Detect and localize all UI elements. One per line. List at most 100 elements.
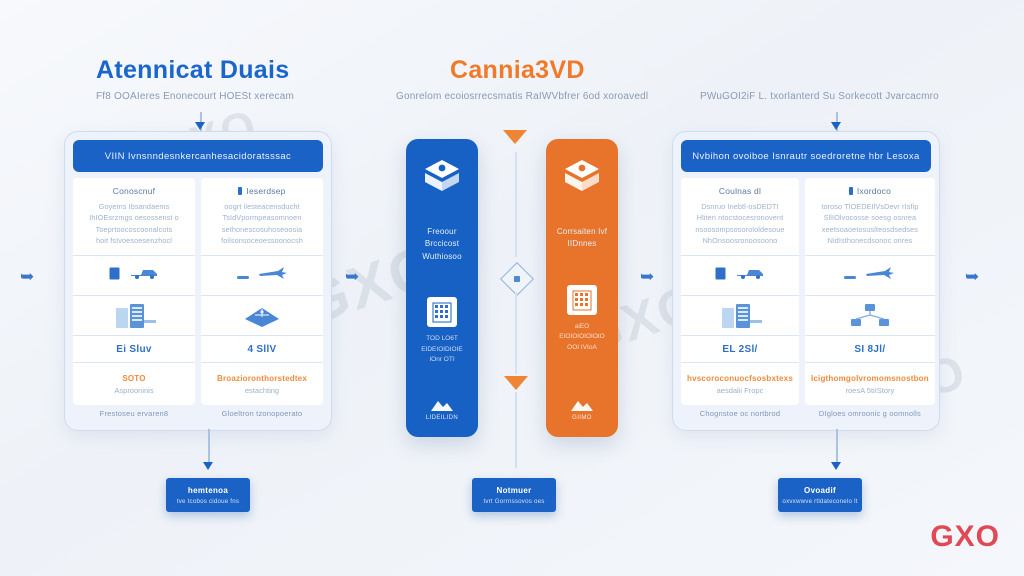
right-panel-header: Nvbihon ovoiboe Isnrautr soedroretne hbr… — [681, 140, 931, 172]
value-cell: SI 8Jl/ — [804, 336, 935, 364]
column-header-cell: Coulnas dl Dsnruo Inebtl-osDEDTI Hliten … — [681, 178, 799, 256]
note-cell: IcigthomgoIvromomsnostbon roesA 5tiIStor… — [804, 363, 935, 406]
column-header-cell: Ieserdsep oogrt ilesteacensducht TsIdVpo… — [201, 178, 323, 256]
note-sub: roesA 5tiIStory — [845, 385, 895, 395]
left-button[interactable]: hemtenoa tve tcobos cidoue fns — [166, 478, 250, 512]
center-button-subtitle: tvrt Gorrnssovos oes — [483, 497, 545, 505]
orange-card-logo-text: GIIMO — [572, 415, 592, 421]
arrow-down-icon — [203, 462, 213, 470]
footer-cell: Chognstoe oc nortbrod — [681, 405, 799, 422]
footer-text: Chognstoe oc nortbrod — [699, 409, 781, 419]
box-cube-icon — [421, 157, 463, 200]
cloud-network-icon — [245, 307, 279, 327]
orange-triangle-down-icon — [503, 130, 527, 144]
connector-line-to-left-button — [208, 429, 210, 467]
gxo-brand-logo: GXO — [930, 520, 1000, 553]
note-cell: SOTO Asprooninis — [73, 363, 195, 406]
side-arrow-far-right-icon: ➥ — [965, 267, 980, 286]
footer-cell: DIgloes omroonic g oomnolls — [805, 405, 935, 422]
middle-section-subtitle: Gonrelom ecoiosrrecsmatis RaIWVbfrer 6od… — [396, 91, 649, 102]
illustration-cell — [201, 296, 323, 337]
side-arrow-left-icon: ➥ — [345, 267, 360, 286]
left-panel-column-2: Ieserdsep oogrt ilesteacensducht TsIdVpo… — [201, 178, 323, 422]
icon-row-cell — [804, 256, 935, 297]
column-body: Dsnruo Inebtl-osDEDTI Hliten ntocstocesr… — [695, 202, 785, 245]
mountain-logo-icon — [431, 401, 453, 411]
column-body: toroso TlOEDEIlVsDevr rIsfip SllIOlvocos… — [821, 202, 919, 245]
orange-card[interactable]: Corrsaiten Ivf IIDnnes aiEO EIOIOIOIOIOI… — [546, 139, 618, 437]
icon-row-cell — [73, 256, 195, 297]
plane-icon — [865, 266, 895, 285]
note-cell: Broazioronthorstedtex estachting — [201, 363, 323, 406]
side-arrow-right-icon: ➥ — [640, 267, 655, 286]
truck-icon — [129, 266, 159, 285]
right-button-subtitle: oxvxwwve rtldateconelo lt — [782, 497, 858, 505]
column-title-text: Ieserdsep — [246, 186, 286, 196]
blue-card-logo-text: LIDEILIDN — [425, 415, 459, 421]
footer-cell: Frestoseu ervaren8 — [73, 405, 195, 422]
orange-card-sub: aiEO EIOIOIOIOIOIO OOI IVIoA — [559, 322, 605, 351]
blue-card[interactable]: Freoour Brccicost Wuthiosoo TOD LO6T EID… — [406, 139, 478, 437]
right-panel-column-1: Coulnas dl Dsnruo Inebtl-osDEDTI Hliten … — [681, 178, 799, 422]
note-highlight: IcigthomgoIvromomsnostbon — [810, 373, 929, 383]
column-title: Coulnas dl — [718, 186, 762, 196]
box-cube-icon — [561, 157, 603, 200]
connector-line-to-right-button — [836, 429, 838, 467]
plane-icon — [258, 266, 288, 285]
middle-section-title: Cannia3VD — [450, 56, 585, 84]
center-button-title: Notmuer — [496, 485, 532, 495]
blue-card-sub: TOD LO6T EIDEIOIDIOIE IOnr OTI — [421, 335, 463, 363]
orange-card-logo: GIIMO — [546, 398, 618, 421]
blue-card-logo: LIDEILIDN — [406, 398, 478, 421]
value-text: EL 2Sl/ — [722, 343, 758, 355]
center-button[interactable]: Notmuer tvrt Gorrnssovos oes — [472, 478, 556, 512]
column-title: Conoscnuf — [112, 186, 156, 196]
bullet-icon — [238, 187, 243, 195]
arrow-down-icon — [831, 122, 841, 130]
illustration-cell — [804, 296, 935, 337]
left-section-subtitle: Ff8 OOAIeres Enonecourt HOESt xerecam — [96, 91, 295, 102]
value-text: 4 SllV — [247, 343, 277, 355]
left-panel-header: VIIN Ivnsnndesnkercanhesacidoratsssac — [73, 140, 323, 172]
column-title-text: Ixordoco — [856, 186, 892, 196]
footer-text: Frestoseu ervaren8 — [99, 409, 169, 419]
column-title: Ixordoco — [848, 186, 892, 196]
building-grid-icon — [567, 284, 597, 315]
connector-line-to-center-button — [515, 392, 517, 468]
right-button-title: Ovoadif — [804, 485, 836, 495]
document-icon — [715, 267, 726, 285]
bullet-icon — [848, 187, 853, 195]
right-section-subtitle: PWuGOI2iF L. txorlanterd Su Sorkecott Jv… — [700, 91, 939, 102]
left-section-title: Atennicat Duais — [96, 56, 290, 84]
note-highlight: SOTO — [122, 373, 146, 383]
truck-icon — [735, 266, 765, 285]
network-nodes-icon — [850, 303, 889, 326]
arrow-down-icon — [195, 122, 205, 130]
document-icon — [109, 267, 120, 285]
note-sub: Asprooninis — [114, 385, 154, 395]
value-text: SI 8Jl/ — [854, 343, 886, 355]
illustration-cell — [73, 296, 195, 337]
blue-card-label: Freoour Brccicost Wuthiosoo — [422, 227, 462, 261]
building-grid-icon — [427, 297, 457, 328]
decision-diamond-icon — [500, 262, 534, 296]
column-body: Goyems Ibsandaems IhIOEsrzmgs oesossenst… — [89, 202, 179, 245]
column-header-cell: Conoscnuf Goyems Ibsandaems IhIOEsrzmgs … — [73, 178, 195, 256]
value-text: Ei Sluv — [116, 343, 152, 355]
mountain-logo-icon — [571, 401, 593, 411]
note-highlight: hvscoroconuocfsosbxtexs — [687, 373, 793, 383]
server-rack-icon — [721, 303, 762, 328]
center-guide-line-bottom — [515, 292, 517, 374]
column-body: oogrt ilesteacensducht TsIdVpormpeasomno… — [221, 202, 303, 245]
center-guide-line-top — [515, 152, 517, 257]
left-panel-column-1: Conoscnuf Goyems Ibsandaems IhIOEsrzmgs … — [73, 178, 195, 422]
orange-triangle-down-icon — [504, 376, 528, 390]
footer-text: Gloeltron tzonopoerato — [221, 409, 303, 419]
dash-icon — [844, 267, 857, 285]
left-button-title: hemtenoa — [187, 485, 229, 495]
right-panel: Nvbihon ovoiboe Isnrautr soedroretne hbr… — [672, 131, 940, 431]
note-cell: hvscoroconuocfsosbxtexs aesdalii Fropc — [681, 363, 799, 406]
right-panel-columns: Coulnas dl Dsnruo Inebtl-osDEDTI Hliten … — [681, 178, 935, 422]
right-button[interactable]: Ovoadif oxvxwwve rtldateconelo lt — [778, 478, 862, 512]
